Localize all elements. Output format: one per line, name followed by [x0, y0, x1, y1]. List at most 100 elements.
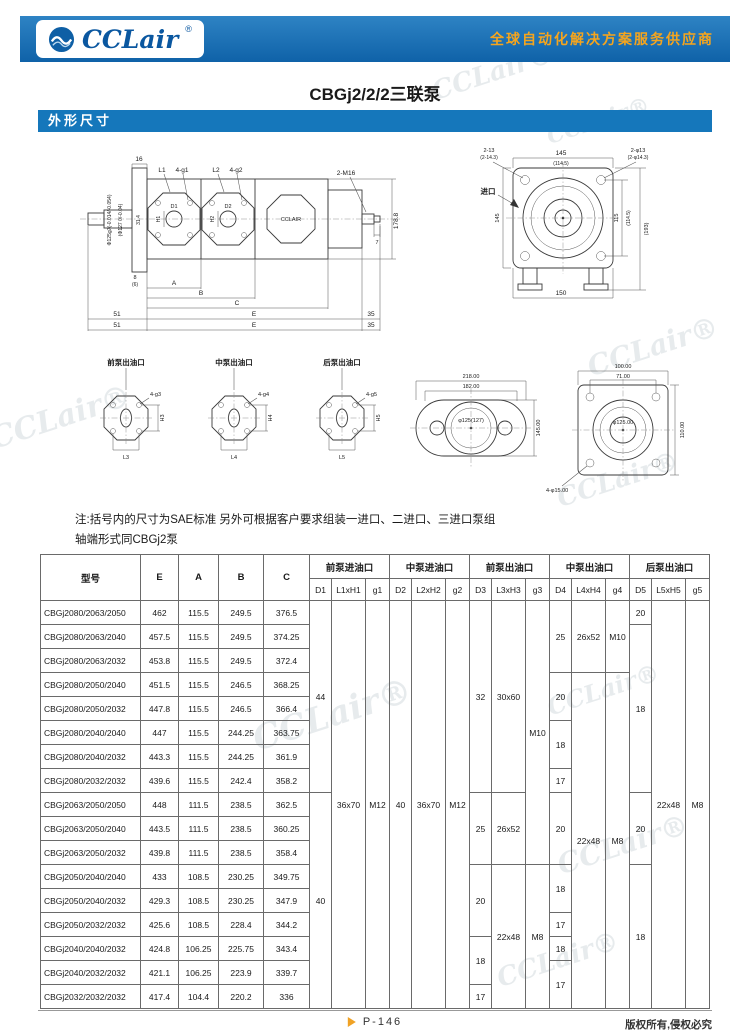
middle-outlet-port-view: 中泵出油口 4-g4 L4 H4 — [208, 357, 274, 461]
dim-label: L5 — [339, 455, 345, 461]
group-header-front-outlet: 前泵出油口 — [469, 554, 550, 579]
model-cell: CBGj2040/2040/2032 — [40, 936, 141, 961]
model-cell: CBGj2080/2063/2050 — [40, 600, 141, 625]
value-cell: 108.5 — [178, 888, 219, 913]
page-arrow-icon — [347, 1017, 356, 1027]
value-cell: 32 — [469, 600, 492, 793]
value-cell: 115.5 — [178, 672, 219, 697]
pump-end-view: 145 (114.5) 2-φ13 (2-φ14.3) 2-13 (2-14.3… — [480, 148, 650, 299]
model-cell: CBGj2032/2032/2032 — [40, 984, 141, 1009]
square-flange-view: 100.00 71.00 φ125.00 110.00 4-φ15.00 — [546, 364, 686, 494]
model-cell: CBGj2080/2040/2032 — [40, 744, 141, 769]
value-cell: 453.8 — [140, 648, 179, 673]
dim-label: (2-φ14.3) — [628, 155, 649, 161]
value-cell: 20 — [469, 864, 492, 937]
value-cell: 44 — [309, 600, 332, 793]
group-header-middle-inlet: 中泵进油口 — [389, 554, 470, 579]
col-header-model: 型号 — [40, 554, 141, 601]
col-header-e: E — [140, 554, 179, 601]
dim-label: 16 — [135, 156, 143, 163]
value-cell: 347.9 — [263, 888, 310, 913]
model-cell: CBGj2080/2050/2032 — [40, 696, 141, 721]
value-cell: 17 — [549, 768, 572, 793]
table-subheader-row: D1 L1xH1 g1 D2 L2xH2 g2 D3 L3xH3 g3 D4 L… — [41, 578, 710, 601]
value-cell: 361.9 — [263, 744, 310, 769]
value-cell: 18 — [549, 720, 572, 769]
value-cell: 374.25 — [263, 624, 310, 649]
value-cell: 115.5 — [178, 624, 219, 649]
value-cell: 368.25 — [263, 672, 310, 697]
value-cell: 22x48 — [491, 864, 526, 1009]
port-title: 中泵出油口 — [215, 357, 253, 367]
page-number: P-146 — [347, 1016, 402, 1028]
logo: CCLair ® — [36, 20, 204, 58]
dim-label: L2 — [212, 167, 220, 174]
value-cell: M12 — [365, 600, 390, 1009]
dim-label: (Φ127 0/-0.04) — [118, 203, 124, 236]
value-cell: 26x52 — [571, 600, 606, 673]
subcol-header: L4xH4 — [571, 578, 606, 601]
dim-label: 110.00 — [680, 422, 686, 438]
dim-label: Φ125g7(-0.014/-0.054) — [107, 194, 113, 245]
dim-label: 145 — [495, 213, 501, 222]
model-cell: CBGj2050/2040/2040 — [40, 864, 141, 889]
value-cell: 447 — [140, 720, 179, 745]
value-cell: 20 — [629, 600, 652, 625]
dim-label: A — [172, 280, 177, 287]
value-cell: M8 — [685, 600, 710, 1009]
value-cell: 362.5 — [263, 792, 310, 817]
subcol-header: L3xH3 — [491, 578, 526, 601]
dim-label: (114.5) — [626, 210, 632, 226]
notes: 注:括号内的尺寸为SAE标准 另外可根据客户要求组装一进口、二进口、三进口泵组 … — [75, 510, 495, 550]
dim-label: φ125.00 — [613, 420, 633, 426]
value-cell: 238.5 — [218, 840, 264, 865]
value-cell: 115.5 — [178, 696, 219, 721]
dim-label: 4-g4 — [258, 392, 269, 398]
value-cell: 26x52 — [491, 792, 526, 865]
value-cell: 108.5 — [178, 912, 219, 937]
section-title: 外形尺寸 — [48, 113, 113, 128]
dim-label: 145.00 — [536, 420, 542, 437]
value-cell: 20 — [549, 672, 572, 721]
subcol-header: L2xH2 — [411, 578, 446, 601]
dim-label: H4 — [268, 414, 274, 421]
group-header-front-inlet: 前泵进油口 — [309, 554, 390, 579]
rear-outlet-port-view: 后泵出油口 4-g5 L5 H5 — [316, 357, 382, 461]
value-cell: 40 — [309, 792, 332, 1009]
value-cell: 246.5 — [218, 672, 264, 697]
dim-label: 7 — [375, 240, 378, 246]
value-cell: 220.2 — [218, 984, 264, 1009]
value-cell: M10 — [525, 600, 550, 865]
pump-side-view: CCLAIR — [80, 156, 400, 331]
value-cell: 443.5 — [140, 816, 179, 841]
subcol-header: g2 — [445, 578, 470, 601]
dimension-drawings: CCLAIR — [80, 148, 686, 494]
dim-label: 51 — [113, 322, 121, 329]
model-cell: CBGj2050/2040/2032 — [40, 888, 141, 913]
dim-label: 35 — [367, 311, 375, 318]
dim-label: (2-14.3) — [480, 155, 498, 161]
footer: P-146 版权所有,侵权必究 — [38, 1010, 712, 1034]
model-cell: CBGj2080/2040/2040 — [40, 720, 141, 745]
value-cell: 439.8 — [140, 840, 179, 865]
dim-label: C — [235, 300, 240, 307]
value-cell: 20 — [549, 792, 572, 865]
value-cell: 115.5 — [178, 720, 219, 745]
dim-label: (114.5) — [553, 161, 569, 167]
value-cell: 111.5 — [178, 840, 219, 865]
value-cell: 106.25 — [178, 960, 219, 985]
dim-label: 4-φ15.00 — [546, 488, 568, 494]
value-cell: 366.4 — [263, 696, 310, 721]
value-cell: 244.25 — [218, 720, 264, 745]
table-head: 型号 E A B C 前泵进油口 中泵进油口 前泵出油口 中泵出油口 后泵出油口… — [40, 554, 710, 601]
note-line: 轴端形式同CBGj2泵 — [75, 534, 178, 547]
dim-label: 218.00 — [463, 374, 480, 380]
value-cell: 230.25 — [218, 888, 264, 913]
